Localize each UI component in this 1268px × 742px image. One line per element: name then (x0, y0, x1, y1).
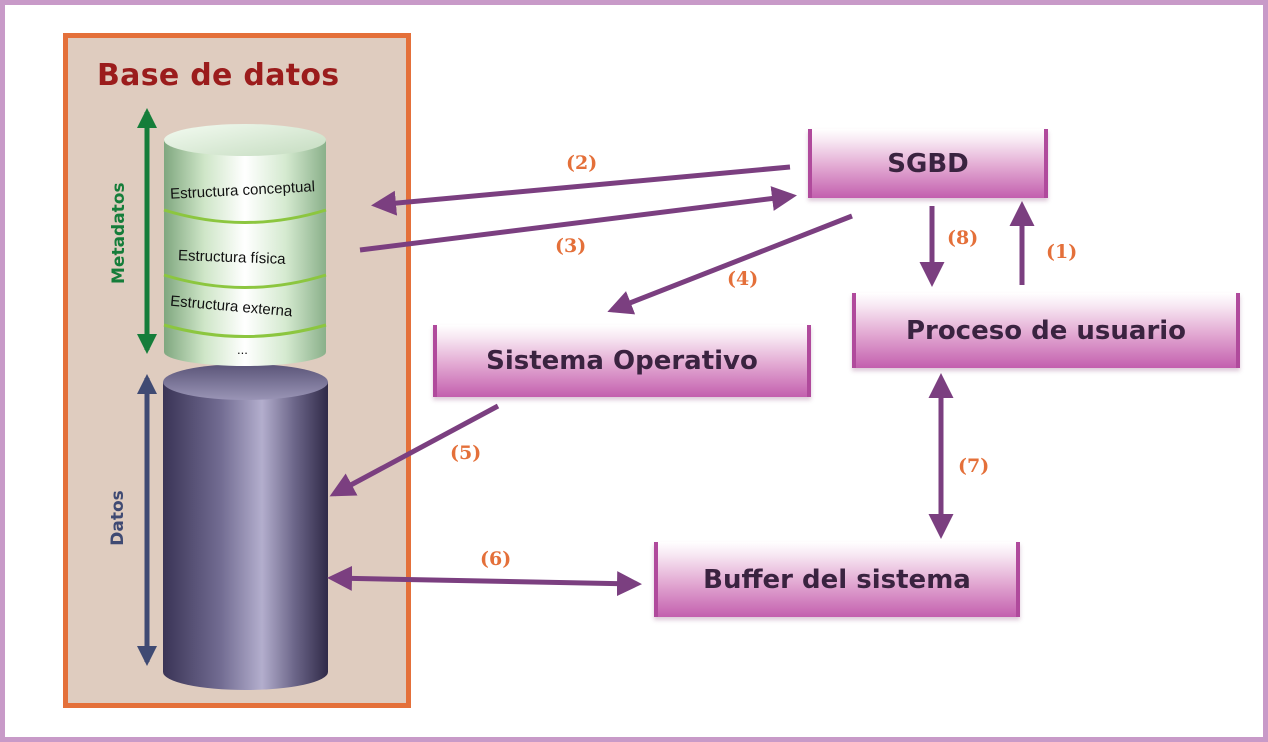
step-label-5: (5) (450, 442, 482, 464)
database-title: Base de datos (97, 58, 340, 93)
node-proceso-label: Proceso de usuario (905, 315, 1187, 346)
arrow-2-sgbd-to-metadata (371, 164, 791, 216)
data-cylinder-icon (163, 364, 328, 690)
arrow-4-sgbd-to-so (607, 213, 853, 315)
node-sistema-operativo: Sistema Operativo (433, 325, 811, 397)
metadata-item-more: ... (237, 342, 248, 357)
node-sgbd-label: SGBD (887, 148, 969, 179)
node-buffer-sistema: Buffer del sistema (654, 542, 1020, 617)
step-label-1: (1) (1046, 241, 1078, 263)
arrow-6-data-buffer (327, 565, 642, 597)
step-label-6: (6) (480, 548, 512, 570)
arrow-5-so-to-data (329, 403, 500, 497)
step-label-2: (2) (566, 152, 598, 174)
node-sgbd: SGBD (808, 129, 1048, 198)
node-buffer-label: Buffer del sistema (703, 564, 971, 595)
step-label-7: (7) (958, 455, 990, 477)
step-label-3: (3) (555, 235, 587, 257)
node-proceso-usuario: Proceso de usuario (852, 293, 1240, 368)
data-side-label: Datos (108, 490, 128, 546)
step-label-4: (4) (727, 268, 759, 290)
arrow-3-metadata-to-sgbd (359, 186, 797, 253)
node-sistema-label: Sistema Operativo (486, 346, 758, 376)
metadata-side-label: Metadatos (109, 182, 129, 284)
step-label-8: (8) (947, 227, 979, 249)
metadata-cylinder-icon (163, 124, 327, 366)
